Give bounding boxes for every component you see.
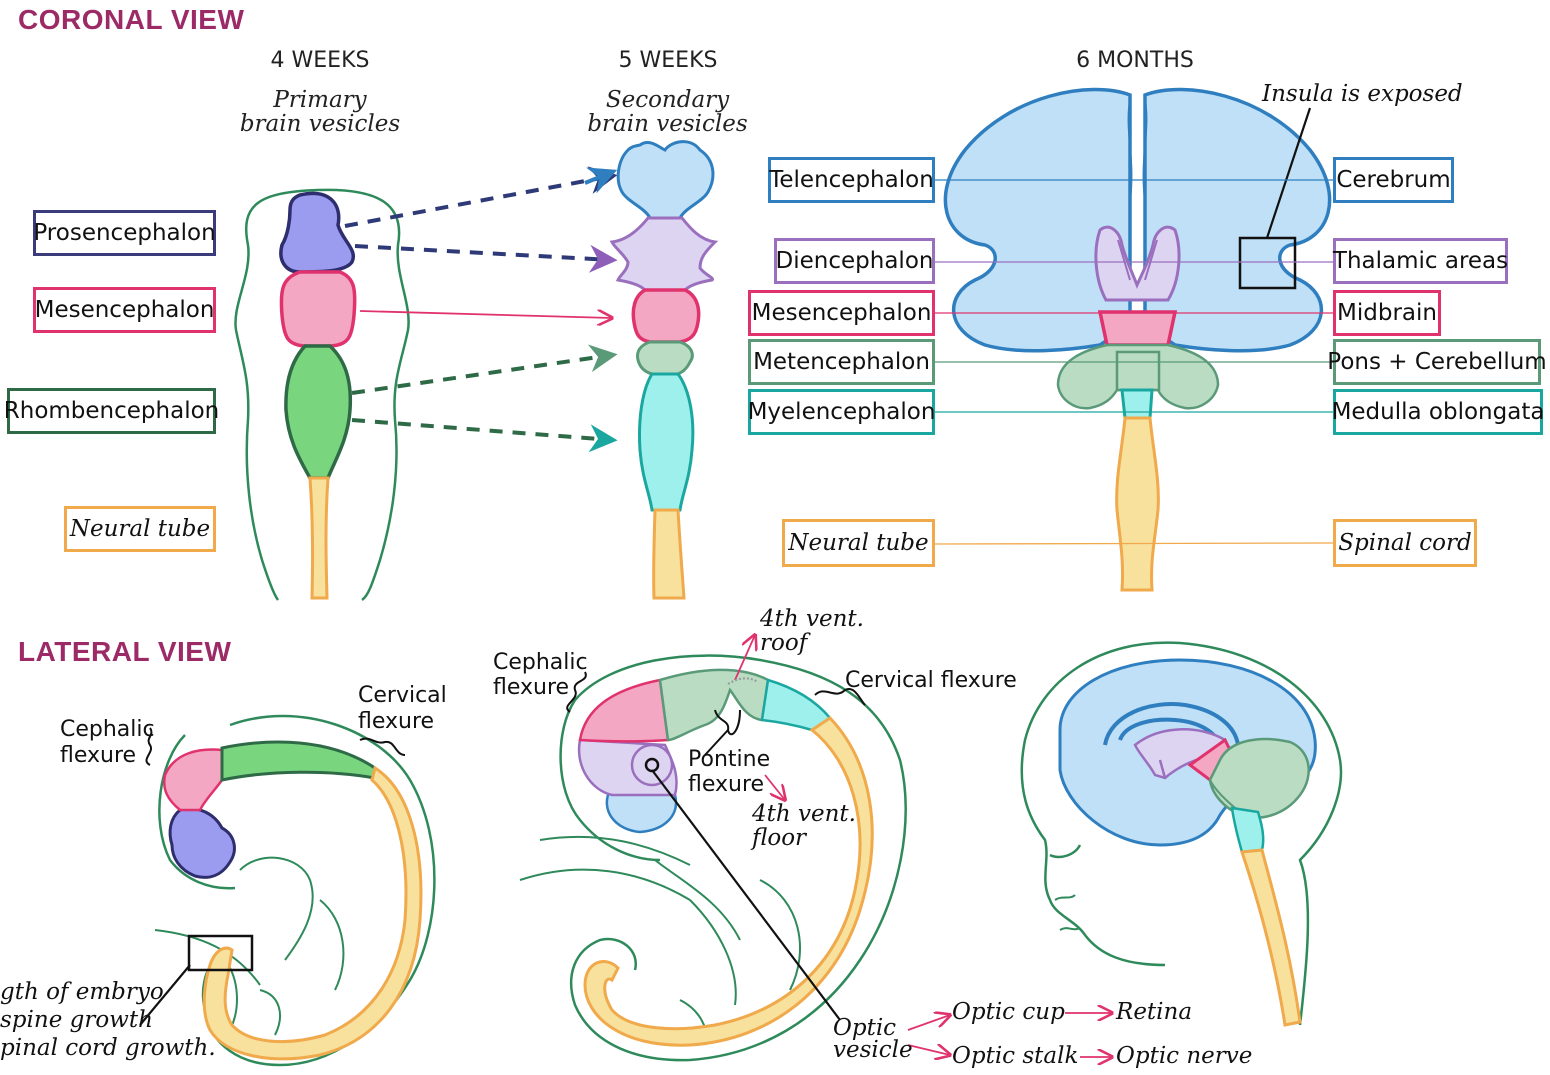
label-midbrain: Midbrain — [1333, 290, 1441, 336]
week5-neural-tube — [652, 508, 686, 600]
lateral2-cephalic-1: Cephalic — [493, 650, 588, 675]
label-cerebrum: Cerebrum — [1333, 157, 1454, 203]
lateral2-spinal-cord — [583, 716, 874, 1047]
arrow-prosen-to-dien — [354, 244, 618, 273]
optic-nerve: Optic nerve — [1116, 1043, 1253, 1069]
label-rhombencephalon: Rhombencephalon — [4, 388, 219, 434]
telencephalon-vesicle — [616, 140, 715, 220]
label-medulla-oblongata: Medulla oblongata — [1332, 389, 1544, 435]
label-neural-tube-secondary: Neural tube — [782, 519, 935, 567]
arrow-mesen-to-mesen — [359, 311, 612, 318]
optic-stalk: Optic stalk — [952, 1043, 1079, 1069]
pontine-flexure-2: flexure — [688, 772, 765, 797]
prosencephalon-vesicle — [279, 191, 356, 274]
lateral-view-title: LATERAL VIEW — [18, 636, 232, 667]
label-diencephalon: Diencephalon — [774, 238, 935, 284]
week5-title: 5 WEEKS — [618, 48, 718, 73]
label-telencephalon: Telencephalon — [768, 157, 935, 203]
lateral1-mesencephalon — [163, 748, 224, 812]
mesencephalon-vesicle — [279, 270, 357, 348]
label-insula-exposed: Insula is exposed — [1262, 81, 1463, 107]
myelencephalon-vesicle — [638, 372, 695, 512]
week5-subtitle-2: brain vesicles — [587, 111, 748, 137]
telen-arrowhead — [584, 167, 618, 194]
coronal-view-title: CORONAL VIEW — [18, 4, 245, 35]
label-spinal-cord: Spinal cord — [1333, 519, 1477, 567]
arrow-prosen-to-telen — [344, 166, 618, 228]
month6-title: 6 MONTHS — [1076, 48, 1194, 73]
label-myelencephalon: Myelencephalon — [748, 389, 935, 435]
lateral2-mesencephalon — [578, 678, 670, 743]
label-mesencephalon-secondary: Mesencephalon — [748, 290, 935, 336]
lateral2-myelencephalon — [760, 678, 832, 732]
lateral1-spinal-cord — [202, 765, 423, 1061]
lateral2-optic-ring — [630, 743, 674, 787]
lateral2-metencephalon — [658, 668, 770, 742]
embryo-note-2: spine growth — [0, 1007, 153, 1033]
label-prosencephalon: Prosencephalon — [33, 210, 216, 256]
lateral1-cervical-1: Cervical — [358, 683, 447, 708]
lateral1-cephalic-1: Cephalic — [60, 717, 155, 742]
spinal-cord-shape — [1115, 416, 1160, 592]
embryo-note-3: pinal cord growth. — [0, 1035, 216, 1061]
cerebrum-shape — [943, 87, 1332, 353]
week4-subtitle-1: Primary — [273, 87, 367, 113]
lateral-embryo2-outline — [559, 654, 907, 1062]
embryo-note-1: gth of embryo — [0, 979, 164, 1005]
fourth-vent-roof-2: roof — [760, 630, 808, 656]
optic-cup: Optic cup — [952, 999, 1065, 1025]
lateral1-cervical-2: flexure — [358, 709, 435, 734]
lateral1-zoom-box — [187, 934, 254, 972]
rhombencephalon-vesicle — [284, 344, 353, 480]
fourth-vent-floor-2: floor — [752, 825, 807, 851]
diencephalon-vesicle — [609, 216, 719, 292]
lateral1-prosencephalon — [168, 807, 236, 879]
fetal-cerebellum — [1208, 737, 1310, 819]
week4-title: 4 WEEKS — [270, 48, 370, 73]
lateral1-cephalic-2: flexure — [60, 743, 137, 768]
fourth-vent-roof-1: 4th vent. — [760, 606, 864, 632]
retina: Retina — [1116, 999, 1193, 1025]
arrow-rhomb-to-myelen — [351, 418, 618, 453]
week4-subtitle-2: brain vesicles — [239, 111, 401, 137]
label-metencephalon: Metencephalon — [748, 339, 935, 385]
lateral1-rhombencephalon — [220, 740, 377, 782]
label-thalamic-areas: Thalamic areas — [1333, 238, 1508, 284]
fetal-spinal-cord — [1239, 848, 1302, 1027]
lateral2-cervical: Cervical flexure — [845, 668, 1017, 693]
lateral2-telencephalon — [605, 788, 678, 834]
week5-subtitle-1: Secondary — [605, 87, 730, 113]
thalamus-shape — [1094, 225, 1181, 302]
week4-embryo-outline — [234, 188, 410, 602]
lateral2-cephalic-2: flexure — [493, 675, 570, 700]
optic-vesicle-1: Optic — [833, 1015, 897, 1041]
fetal-medulla — [1230, 806, 1265, 854]
optic-vesicle-2: vesicle — [833, 1037, 913, 1063]
week4-neural-tube — [308, 476, 330, 600]
metencephalon-vesicle — [636, 340, 694, 376]
arrow-rhomb-to-meten — [351, 344, 618, 395]
fourth-vent-floor-1: 4th vent. — [752, 801, 856, 827]
pontine-flexure-1: Pontine — [688, 747, 771, 772]
mesencephalon-5w-vesicle — [631, 288, 701, 344]
fetal-head-outline — [1020, 641, 1343, 1026]
label-mesencephalon-primary: Mesencephalon — [33, 287, 216, 333]
medulla-shape — [1120, 388, 1154, 420]
label-pons-cerebellum: Pons + Cerebellum — [1327, 339, 1547, 385]
label-neural-tube-primary: Neural tube — [64, 506, 216, 552]
midbrain-shape — [1097, 310, 1178, 347]
